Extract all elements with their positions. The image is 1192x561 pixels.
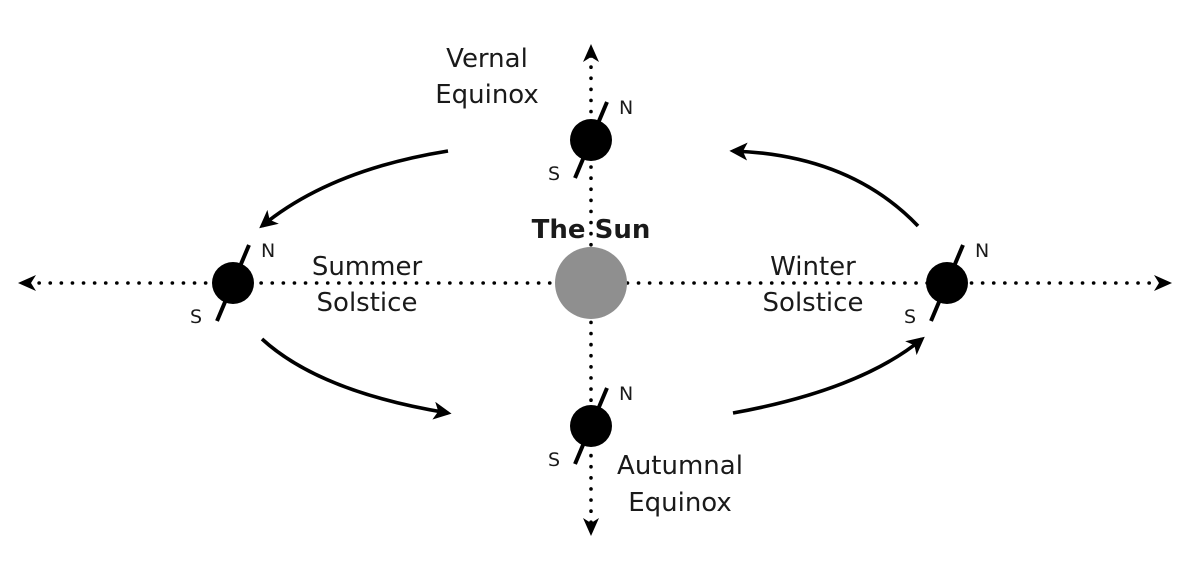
north-pole-label: N	[619, 383, 633, 405]
orbit-arrow-summer-to-autumnal	[260, 337, 452, 420]
autumnal-equinox-label-line1: Autumnal	[617, 451, 743, 481]
orbit-arrow-winter-to-vernal	[729, 142, 920, 228]
earth-disc	[212, 262, 254, 304]
summer-solstice-label-line2: Solstice	[317, 288, 418, 318]
south-pole-label: S	[548, 163, 560, 185]
earth-disc	[570, 119, 612, 161]
earth-winter-solstice: N S	[904, 240, 989, 328]
vernal-equinox-label-line1: Vernal	[446, 44, 528, 74]
earth-vernal-equinox: N S	[548, 97, 633, 185]
south-pole-label: S	[190, 306, 202, 328]
orbit-arrow-vernal-to-summer	[259, 149, 449, 229]
vernal-equinox-label-line2: Equinox	[435, 80, 539, 110]
earth-disc	[570, 405, 612, 447]
left-axis-arrowhead	[18, 275, 36, 291]
north-pole-label: N	[261, 240, 275, 262]
south-pole-label: S	[904, 306, 916, 328]
orbit-arrow-autumnal-to-winter	[732, 336, 925, 415]
south-pole-label: S	[548, 449, 560, 471]
earth-disc	[926, 262, 968, 304]
sun-disc	[555, 247, 627, 319]
earth-summer-solstice: N S	[190, 240, 275, 328]
autumnal-equinox-label-line2: Equinox	[628, 488, 732, 518]
bottom-axis-arrowhead	[583, 518, 599, 536]
north-pole-label: N	[619, 97, 633, 119]
north-pole-label: N	[975, 240, 989, 262]
earth-autumnal-equinox: N S	[548, 383, 633, 471]
top-axis-arrowhead	[583, 44, 599, 62]
right-axis-arrowhead	[1154, 275, 1172, 291]
sun-label: The Sun	[532, 215, 651, 245]
summer-solstice-label-line1: Summer	[312, 252, 423, 282]
winter-solstice-label-line1: Winter	[770, 252, 856, 282]
winter-solstice-label-line2: Solstice	[763, 288, 864, 318]
